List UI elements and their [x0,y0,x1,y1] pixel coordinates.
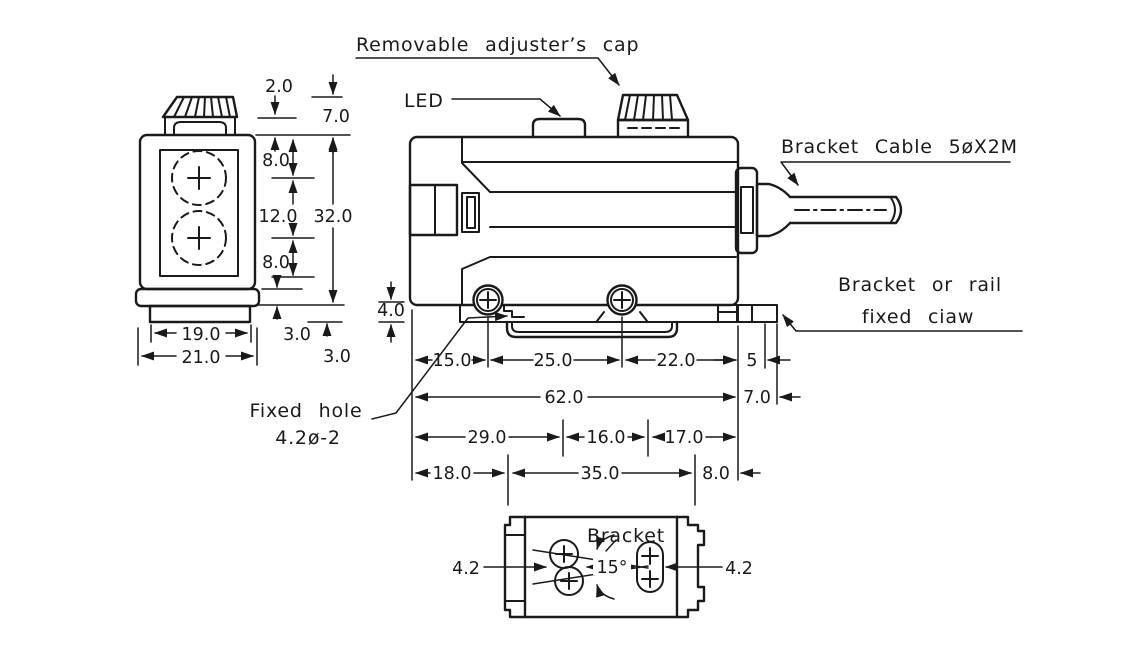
side-led-bump [531,117,587,139]
front-lens-lower-cross [187,226,211,250]
dim-front-overall-width: 21.0 [182,348,221,368]
side-channel-outer [505,320,679,339]
side-foot-step [503,304,525,318]
bottom-slot-left [549,539,584,596]
leader-bracket-cable [780,161,1011,186]
dim-side-29: 29.0 [468,428,507,448]
dim-side-5: 5 [746,351,757,371]
side-screw2-boss [596,311,648,322]
dim-front-cap: 7.0 [322,107,350,127]
side-clip-inner [466,196,476,229]
front-base [148,304,252,324]
dim-side-8: 8.0 [702,464,730,484]
front-cap-neck [164,116,236,136]
label-bracket-rail-1: Bracket or rail [838,274,1002,296]
side-cable [788,195,903,225]
front-view [134,95,261,324]
dim-front-lens-bottom: 8.0 [262,253,290,273]
side-panel-lines [461,136,739,306]
label-removable-cap: Removable adjuster’s cap [356,34,639,56]
dim-bottom-slot-left: 4.2 [452,559,480,579]
dim-side-foot: 4.0 [377,301,405,321]
angle-text-backing [593,553,631,575]
dim-side-18: 18.0 [433,464,472,484]
dim-bottom-angle: 15° [596,558,627,578]
side-left-block [408,183,459,237]
front-lens-upper [171,150,227,206]
front-lens-lower [171,210,227,266]
dim-side-35: 35.0 [581,464,620,484]
bottom-outline [503,515,706,619]
label-fixed-hole-2: 4.2ø-2 [275,427,341,449]
dim-side-25: 25.0 [534,351,573,371]
front-collar [134,287,261,308]
side-screw-left [472,284,504,316]
label-led: LED [404,90,444,112]
dim-side-62: 62.0 [545,388,584,408]
label-fixed-hole-1: Fixed hole [250,400,363,422]
dim-side-22: 22.0 [657,351,696,371]
label-bracket-bottom: Bracket [587,525,665,547]
bottom-angle-arrow-top [596,534,615,550]
dim-front-base-width: 19.0 [182,325,221,345]
leader-bracket-rail [782,314,1023,332]
side-cap-neck [616,118,690,139]
side-cable-end [890,197,896,223]
side-clip-outer [461,192,480,233]
dim-front-base: 3.0 [323,347,351,367]
dim-bottom-slot-right: 4.2 [725,559,753,579]
dim-front-body-height: 32.0 [314,207,353,227]
leader-led [451,98,561,117]
dim-side-16: 16.0 [587,428,626,448]
side-channel-inner [511,321,673,333]
side-dimensions [378,281,801,506]
side-screw-right [606,284,638,316]
side-cap-ribs [624,94,673,121]
drawing-text: Removable adjuster’s cap LED Bracket Cab… [182,34,1018,579]
side-view [408,93,903,339]
dim-side-15: 15.0 [433,351,472,371]
dim-side-17: 17.0 [665,428,704,448]
dim-front-top-lens: 8.0 [262,151,290,171]
dim-front-lens-pitch: 12.0 [259,207,298,227]
bottom-angle-arrow-bottom [596,584,615,600]
bottom-slot-right [636,541,664,593]
bottom-left-notch-lines [504,534,526,602]
side-cable-boot [755,182,792,238]
front-cap-ribs [173,96,231,118]
extension-lines [137,96,351,366]
front-lens-upper-cross [187,166,211,190]
label-bracket-cable: Bracket Cable 5øX2M [781,136,1018,158]
dim-side-7: 7.0 [743,388,771,408]
leader-fixed-hole [371,312,508,420]
bracket-leader-line [605,539,617,552]
side-claw [717,304,778,323]
dim-front-collar: 3.0 [283,325,311,345]
label-bracket-rail-2: fixed ciaw [862,306,974,328]
leader-removable-cap [355,57,620,86]
front-cap-handle [173,121,227,136]
dim-front-neck: 2.0 [265,77,293,97]
callout-leaders [355,57,1023,420]
front-adjuster-cap [161,95,239,119]
front-dimensions [137,74,351,366]
side-flange-inner [740,186,754,234]
